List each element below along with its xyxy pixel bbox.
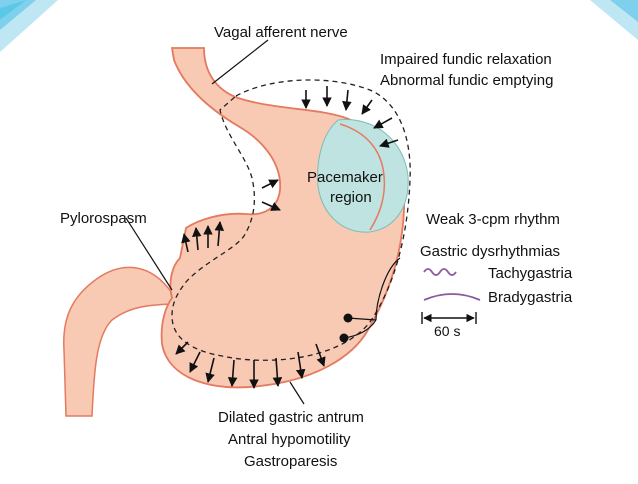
label-region: region (330, 189, 372, 206)
pylorus-arrows (181, 221, 225, 253)
bradygastria-arc (423, 293, 481, 301)
label-tachygastria: Tachygastria (488, 265, 573, 282)
label-antral-hypomotility: Antral hypomotility (228, 431, 351, 448)
tachygastria-wave (423, 268, 457, 276)
antrum-arrows (175, 341, 326, 389)
label-gastroparesis: Gastroparesis (244, 453, 337, 470)
label-gastric-dysrhythmias: Gastric dysrhythmias (420, 243, 560, 260)
corner-accent-right (590, 0, 638, 40)
label-pacemaker: Pacemaker (307, 169, 383, 186)
label-dilated-antrum: Dilated gastric antrum (218, 409, 364, 426)
label-vagal-afferent-nerve: Vagal afferent nerve (214, 24, 348, 41)
corner-accent-left (0, 0, 58, 52)
label-60s: 60 s (434, 323, 460, 339)
normal-stomach-outline (171, 79, 411, 361)
duodenum (63, 266, 173, 417)
label-abnormal-fundic-emptying: Abnormal fundic emptying (380, 72, 553, 89)
pacemaker-boundary (339, 123, 386, 231)
fundic-arrows (301, 86, 399, 148)
label-pylorospasm: Pylorospasm (60, 210, 147, 227)
electrode-dot-upper (343, 313, 353, 323)
time-scale-bar (421, 312, 477, 324)
label-weak-rhythm: Weak 3-cpm rhythm (426, 211, 560, 228)
lesser-curvature-arrows (261, 179, 281, 211)
label-bradygastria: Bradygastria (488, 289, 573, 306)
electrode-dot-lower (339, 333, 349, 343)
label-impaired-fundic-relaxation: Impaired fundic relaxation (380, 51, 552, 68)
